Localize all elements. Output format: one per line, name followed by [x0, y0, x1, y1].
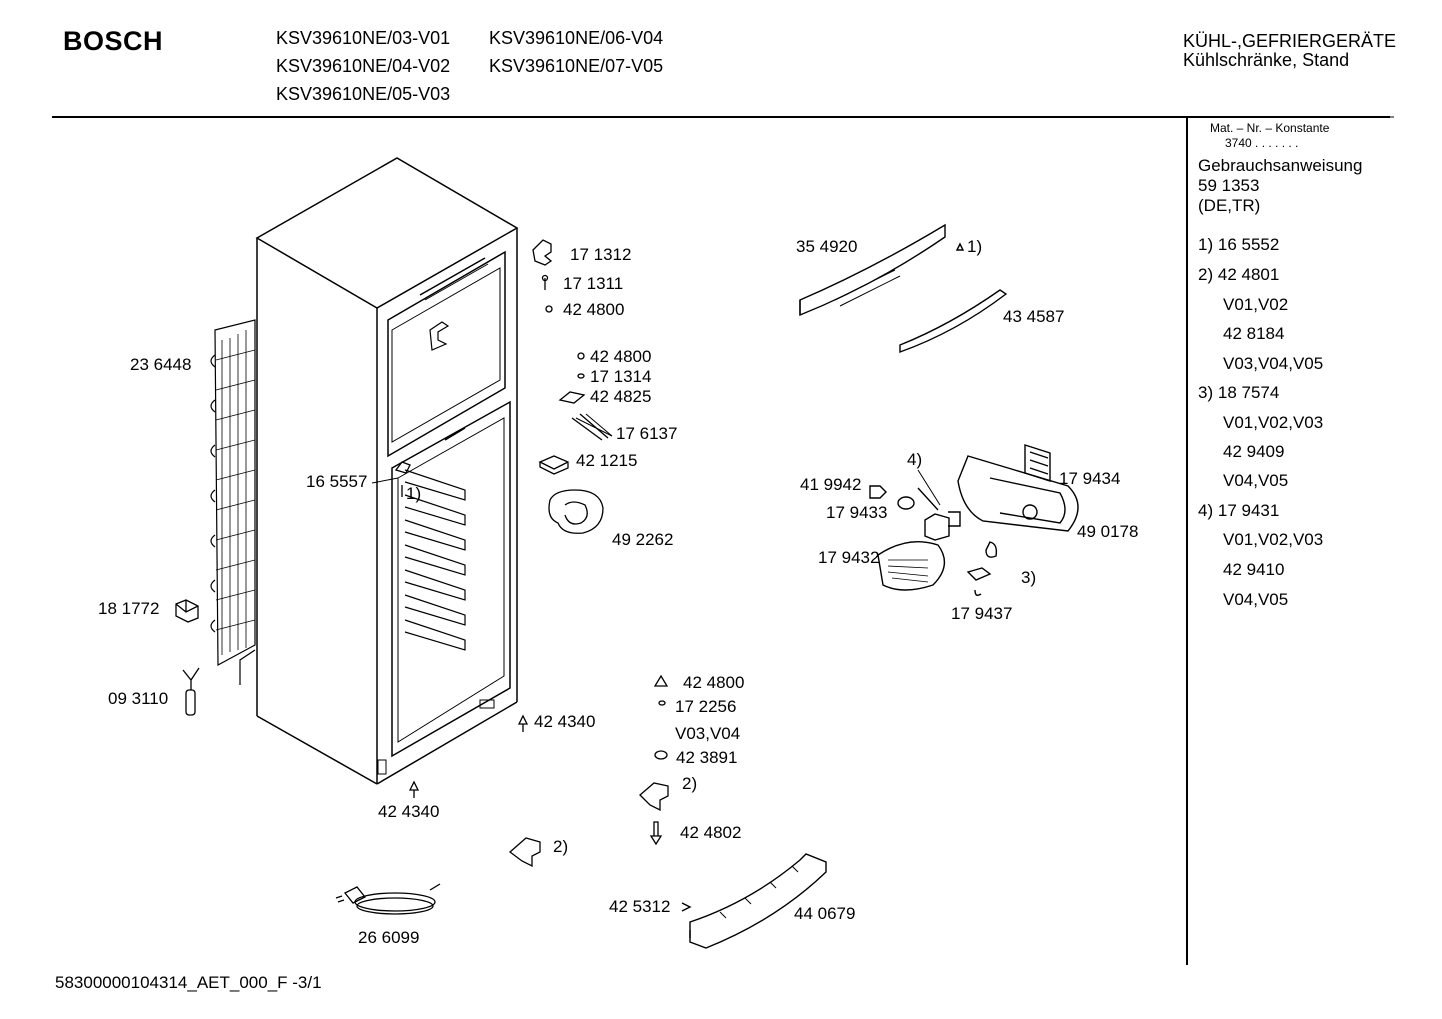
part-label: 42 4800: [563, 300, 625, 319]
list-item: 2) 42 4801: [1198, 265, 1280, 284]
manual-title: Gebrauchsanweisung: [1198, 156, 1363, 175]
part-label: 42 4825: [590, 387, 652, 406]
list-item: 4) 17 9431: [1198, 501, 1280, 520]
brand-logo: BOSCH: [63, 26, 164, 56]
list-item: V03,V04,V05: [1223, 354, 1324, 373]
list-item: V01,V02: [1223, 295, 1289, 314]
part-label: 16 5557: [306, 472, 368, 491]
hardware-drawing: [175, 239, 669, 868]
list-item: V04,V05: [1223, 471, 1289, 490]
part-label: 17 1314: [590, 367, 652, 386]
part-label: 42 3891: [676, 748, 738, 767]
cabinet-drawing: [255, 157, 519, 785]
part-label: 42 4800: [683, 673, 745, 692]
list-item: 42 8184: [1223, 324, 1285, 343]
variant-label: V03,V04: [675, 724, 741, 743]
part-label: 17 6137: [616, 424, 678, 443]
list-item: V01,V02,V03: [1223, 530, 1324, 549]
part-label: 26 6099: [358, 928, 420, 947]
reference-marker: 2): [682, 774, 698, 793]
part-label: 23 6448: [130, 355, 192, 374]
part-label: 42 4340: [534, 712, 596, 731]
document-code: 58300000104314_AET_000_F -3/1: [55, 973, 322, 992]
part-label: 49 2262: [612, 530, 674, 549]
part-label: 17 1311: [563, 274, 624, 293]
part-label: 18 1772: [98, 599, 160, 618]
reference-marker: 4): [907, 450, 923, 469]
model-number: KSV39610NE/05-V03: [276, 84, 451, 104]
part-label: 17 2256: [675, 697, 737, 716]
list-item: 1) 16 5552: [1198, 235, 1280, 254]
reference-marker: 3): [1021, 568, 1037, 587]
part-label: 17 9432: [818, 548, 880, 567]
manual-number: 59 1353: [1198, 176, 1260, 195]
mat-nr-header: Mat. – Nr. – Konstante: [1210, 121, 1330, 135]
leader-lines: [371, 413, 941, 506]
model-number: KSV39610NE/04-V02: [276, 56, 451, 76]
part-label: 42 1215: [576, 451, 638, 470]
manual-languages: (DE,TR): [1198, 196, 1261, 215]
condenser-drawing: [210, 319, 256, 685]
part-label: 17 9437: [951, 604, 1013, 623]
power-cord-drawing: [335, 883, 441, 915]
part-label: 17 9433: [826, 503, 888, 522]
part-label: 35 4920: [796, 237, 858, 256]
mat-nr-value: 3740 . . . . . . .: [1225, 136, 1299, 150]
list-item: 42 9410: [1223, 560, 1285, 579]
list-item: 42 9409: [1223, 442, 1285, 461]
part-label: 49 0178: [1077, 522, 1139, 541]
part-label: 42 4800: [590, 347, 652, 366]
part-label: 41 9942: [800, 475, 862, 494]
reference-marker: 1): [967, 237, 983, 256]
model-number: KSV39610NE/07-V05: [489, 56, 664, 76]
category-title: KÜHL-,GEFRIERGERÄTE: [1183, 31, 1397, 51]
part-label: 42 4802: [680, 823, 742, 842]
reference-marker: 2): [553, 837, 569, 856]
model-number: KSV39610NE/06-V04: [489, 28, 664, 48]
control-panel-drawing: [799, 223, 1008, 353]
light-assembly-drawing: [869, 444, 1079, 597]
part-label: 42 4340: [378, 802, 440, 821]
reference-marker: 1): [406, 484, 422, 503]
grille-drawing: [681, 853, 827, 949]
list-item: V01,V02,V03: [1223, 413, 1324, 432]
list-item: 3) 18 7574: [1198, 383, 1280, 402]
part-label: 17 1312: [570, 245, 632, 264]
model-number: KSV39610NE/03-V01: [276, 28, 451, 48]
part-label: 09 3110: [108, 689, 169, 708]
part-label: 17 9434: [1059, 469, 1121, 488]
part-label: 44 0679: [794, 904, 856, 923]
list-item: V04,V05: [1223, 590, 1289, 609]
part-label: 42 5312: [609, 897, 671, 916]
part-label: 43 4587: [1003, 307, 1065, 326]
category-subtitle: Kühlschränke, Stand: [1183, 50, 1350, 70]
